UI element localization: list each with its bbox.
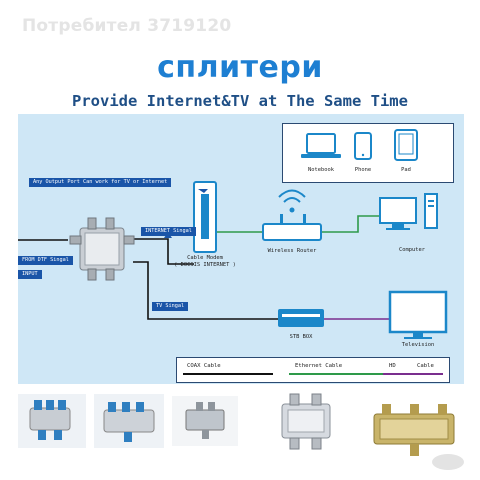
photo-alda-3-way-splitter xyxy=(362,396,466,472)
stb-box-device xyxy=(278,309,324,327)
photo-blue-2-way-splitter xyxy=(18,394,86,448)
legend-coax-label: COAX Cable xyxy=(187,363,221,369)
coax-wire-stb xyxy=(133,261,278,320)
cable-modem-device xyxy=(193,181,217,253)
legend-ethernet-line xyxy=(289,373,385,375)
wireless-router-device xyxy=(262,189,322,241)
notebook-label: Notebook xyxy=(308,167,334,173)
stb-box-label: STB BOX xyxy=(289,334,313,340)
legend-ethernet-label: Ethernet Cable xyxy=(295,363,343,369)
computer-device xyxy=(379,193,438,230)
wireless-router-label: Wireless Router xyxy=(267,248,317,254)
photo-chrome-2-way-splitter xyxy=(262,390,350,456)
pad-icon xyxy=(394,129,418,161)
photo-blue-3-way-splitter xyxy=(94,394,164,448)
diagram-graphics xyxy=(18,181,448,339)
legend-hd-line xyxy=(383,373,443,375)
personal-devices-panel: Notebook Phone Pad xyxy=(282,123,454,183)
television-label: Television xyxy=(401,342,435,348)
legend-cable-label: Cable xyxy=(417,363,434,369)
phone-label: Phone xyxy=(354,167,372,173)
phone-icon xyxy=(354,132,372,160)
internet-singal-label: INTERNET Singal xyxy=(141,227,196,236)
page-title: сплитери xyxy=(157,50,323,85)
ethernet-wire-computer xyxy=(321,215,380,233)
note-bubble: Any Output Port Can work for TV or Inter… xyxy=(29,178,172,187)
pad-label: Pad xyxy=(401,167,411,173)
seller-watermark: Потребител 3719120 xyxy=(22,16,232,36)
cable-legend: COAX Cable Ethernet Cable HD Cable xyxy=(176,357,450,383)
computer-label: Computer xyxy=(399,247,425,253)
cable-modem-sub-label: ( DOCSIS INTERNET ) xyxy=(174,262,236,268)
input-label: INPUT xyxy=(18,270,42,279)
notebook-icon xyxy=(301,133,341,158)
personal-devices-graphics xyxy=(301,129,418,161)
television-device xyxy=(388,290,448,339)
legend-hd-label: HD xyxy=(389,363,396,369)
tv-singal-label: TV Singal xyxy=(152,302,189,311)
coax-wire-modem xyxy=(133,238,194,265)
splitter-device xyxy=(69,217,135,281)
from-dtf-label: FROM DTF Singal xyxy=(18,256,73,265)
photo-silver-2-way-splitter xyxy=(172,396,238,446)
cable-modem-label: Cable Modem xyxy=(187,255,223,261)
page-subtitle: Provide Internet&TV at The Same Time xyxy=(72,92,408,110)
legend-coax-line xyxy=(183,373,273,375)
